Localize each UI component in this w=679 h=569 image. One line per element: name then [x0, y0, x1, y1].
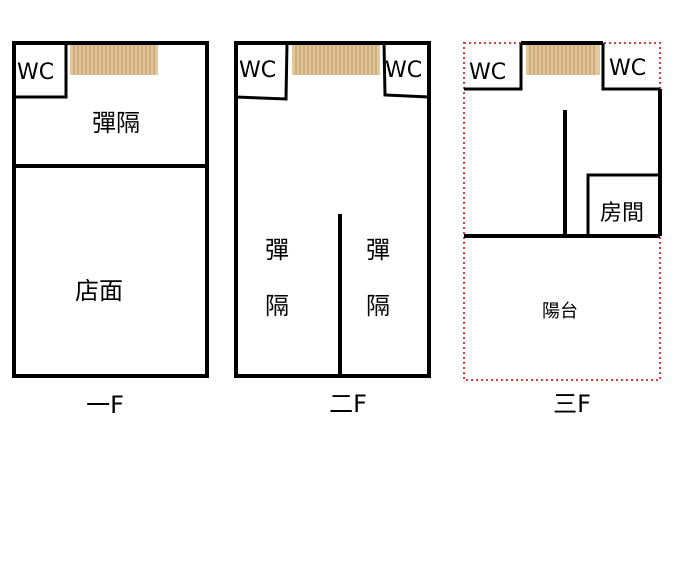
floor-3-wc-right-wall	[601, 43, 660, 91]
floor-2-wc-right-wall	[382, 42, 430, 99]
floor-2-wc-left-wall	[235, 42, 289, 101]
floor-1-wc-label: WC	[17, 60, 54, 85]
floor-3-plan: WC WC 房間 陽台 三F	[463, 41, 662, 418]
floor-2-outline	[234, 41, 431, 378]
floor-2-plan: WC WC 彈 隔 彈 隔 二F	[234, 41, 431, 418]
floor-3-wc-right-label: WC	[609, 56, 646, 81]
floor-3-wc-left-wall	[464, 43, 523, 91]
floor-1-wc-wall	[14, 43, 68, 99]
floor-1-caption: 一F	[86, 391, 124, 419]
floor-3-room-wall	[586, 173, 660, 236]
floor-2-partition-right-char1: 彈	[366, 236, 390, 264]
floor-3-balcony-label: 陽台	[542, 301, 578, 322]
floor-2-wc-right-label: WC	[385, 58, 422, 83]
floor-3-room-label: 房間	[600, 201, 644, 226]
floor-3-rooftop-outline	[463, 42, 661, 381]
floor-2-partition-left-char2: 隔	[265, 292, 289, 320]
floor-1-partition-label: 彈隔	[92, 109, 140, 137]
floor-1-plan: WC 彈隔 店面 一F	[12, 41, 209, 419]
floor-1-stairs	[70, 45, 158, 75]
floor-2-wc-left-label: WC	[239, 58, 276, 83]
floor-3-caption: 三F	[553, 390, 591, 418]
floor-2-stairs	[292, 45, 380, 75]
floor-2-partition-left-char1: 彈	[265, 236, 289, 264]
floor-1-storefront-label: 店面	[75, 277, 123, 305]
floor-1-outline	[12, 41, 209, 378]
floor-3-wc-left-label: WC	[469, 60, 506, 85]
floor-2-partition-right-char2: 隔	[366, 292, 390, 320]
floor-3-stairs	[526, 45, 600, 75]
floor-2-caption: 二F	[329, 390, 367, 418]
